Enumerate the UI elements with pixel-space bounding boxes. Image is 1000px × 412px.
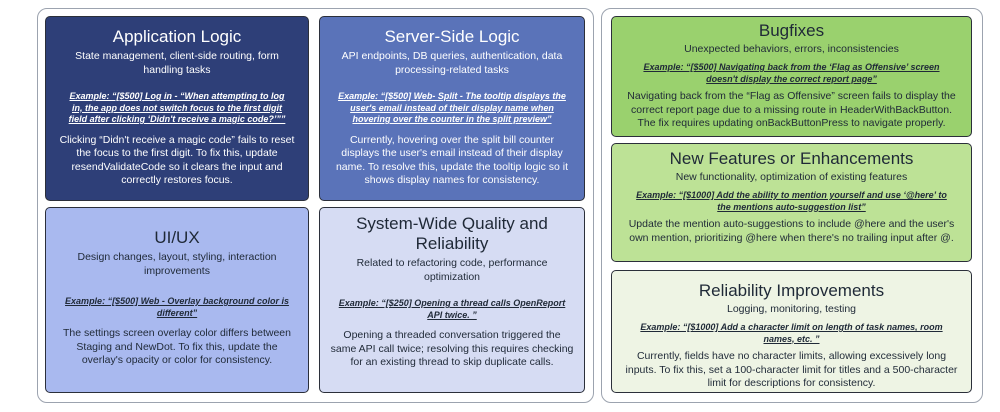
card-title: Reliability Improvements xyxy=(698,281,885,300)
card-title: Bugfixes xyxy=(758,21,825,40)
card-description: Navigating back from the “Flag as Offens… xyxy=(627,90,956,129)
card-title: Application Logic xyxy=(112,27,242,46)
reliability-improvements-card: Reliability Improvements Logging, monito… xyxy=(611,270,972,393)
card-example: Example: “[$250] Opening a thread calls … xyxy=(338,298,566,320)
card-title: System-Wide Quality and Reliability xyxy=(356,214,548,253)
card-example: Example: “[$500] Web- Split - The toolti… xyxy=(338,91,566,124)
card-description: Currently, fields have no character limi… xyxy=(625,350,958,389)
server-side-logic-card: Server-Side Logic API endpoints, DB quer… xyxy=(319,16,585,201)
card-subtitle: Design changes, layout, styling, interac… xyxy=(77,251,277,277)
card-example: Example: “[$500] Web - Overlay backgroun… xyxy=(65,296,289,318)
card-example: Example: “[$500] Log in - “When attempti… xyxy=(68,91,286,124)
card-example: Example: “[$500] Navigating back from th… xyxy=(643,62,940,84)
card-title: Server-Side Logic xyxy=(384,27,520,46)
bugfixes-card: Bugfixes Unexpected behaviors, errors, i… xyxy=(611,16,972,137)
application-logic-card: Application Logic State management, clie… xyxy=(45,16,309,201)
card-subtitle: Logging, monitoring, testing xyxy=(727,303,856,315)
new-features-card: New Features or Enhancements New functio… xyxy=(611,143,972,262)
card-title: UI/UX xyxy=(154,228,200,247)
card-example: Example: “[$1000] Add a character limit … xyxy=(640,322,943,344)
card-subtitle: API endpoints, DB queries, authenticatio… xyxy=(341,50,563,76)
card-example: Example: “[$1000] Add the ability to men… xyxy=(636,190,947,212)
card-subtitle: Unexpected behaviors, errors, inconsiste… xyxy=(684,43,899,55)
card-description: Opening a threaded conversation triggere… xyxy=(330,329,574,368)
system-wide-quality-card: System-Wide Quality and Reliability Rela… xyxy=(319,207,585,393)
card-subtitle: State management, client-side routing, f… xyxy=(75,50,279,76)
card-subtitle: Related to refactoring code, performance… xyxy=(356,257,548,283)
card-description: Update the mention auto-suggestions to i… xyxy=(628,218,955,244)
card-subtitle: New functionality, optimization of exist… xyxy=(675,171,908,183)
ui-ux-card: UI/UX Design changes, layout, styling, i… xyxy=(45,207,309,393)
card-description: Clicking “Didn't receive a magic code” f… xyxy=(59,133,295,187)
card-description: The settings screen overlay color differ… xyxy=(62,327,291,366)
card-title: New Features or Enhancements xyxy=(669,149,914,168)
card-description: Currently, hovering over the split bill … xyxy=(335,133,569,187)
